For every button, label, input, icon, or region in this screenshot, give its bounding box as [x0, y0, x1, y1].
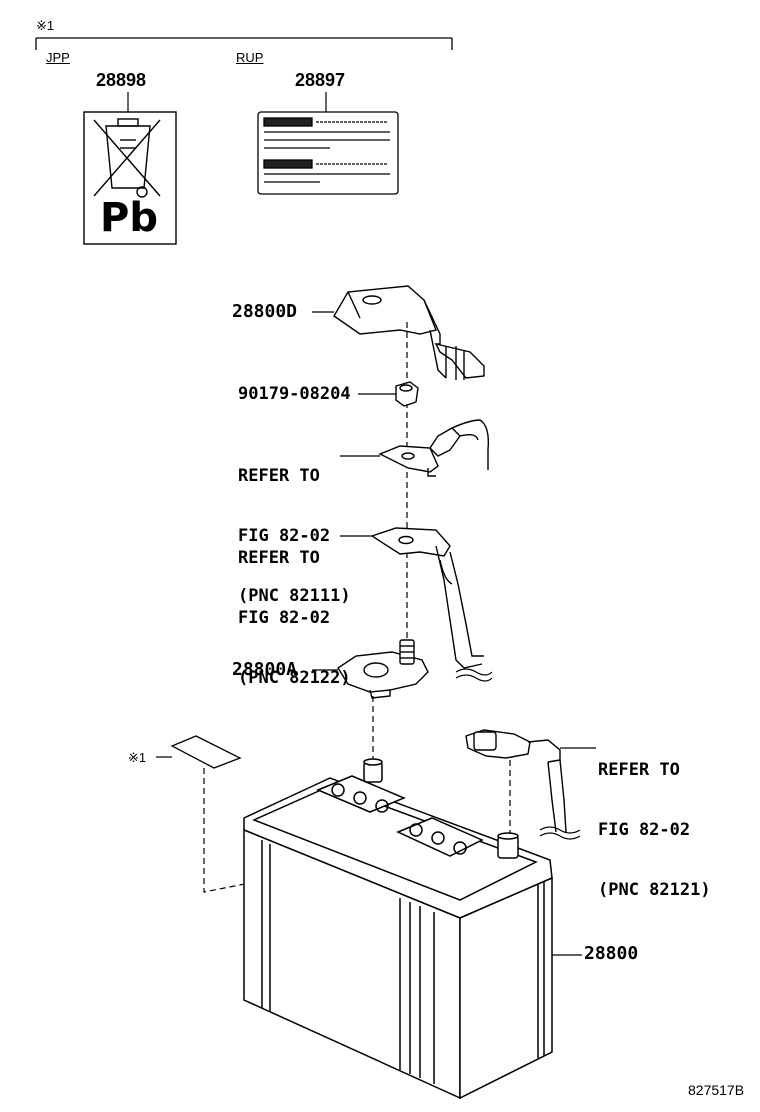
reference-line2: FIG 82-02 — [238, 526, 331, 546]
part-number-clamp[interactable]: 28800A — [232, 659, 298, 680]
reference-line2: FIG 82-02 — [598, 820, 691, 840]
part-number-nut[interactable]: 90179-08204 — [238, 384, 351, 404]
terminal-82122-icon — [370, 527, 484, 669]
battery-icon — [243, 758, 553, 1100]
reference-line1: REFER TO — [238, 466, 320, 486]
part-number-cover[interactable]: 28800D — [232, 301, 298, 322]
reference-line1: REFER TO — [598, 760, 680, 780]
header-bracket — [35, 37, 453, 50]
reference-82122[interactable]: REFER TO FIG 82-02 (PNC 82122) — [238, 508, 351, 708]
part-number-battery[interactable]: 28800 — [584, 943, 639, 964]
reference-line3: (PNC 82122) — [238, 668, 351, 688]
sticker-note-marker: ※1 — [128, 750, 147, 765]
nut-icon — [395, 381, 419, 407]
reference-82111[interactable]: REFER TO FIG 82-02 (PNC 82111) — [238, 426, 351, 626]
rup-region-label: RUP — [236, 50, 264, 65]
terminal-cover-icon — [333, 285, 485, 380]
reference-line3: (PNC 82111) — [238, 586, 351, 606]
negative-terminal-icon — [465, 729, 567, 833]
pb-symbol-text: Pb — [100, 195, 158, 241]
warning-label-icon — [257, 111, 399, 195]
figure-code: 827517B — [688, 1082, 745, 1098]
part-number-28898[interactable]: 28898 — [96, 70, 147, 90]
reference-82121[interactable]: REFER TO FIG 82-02 (PNC 82121) — [598, 720, 711, 920]
reference-line1: REFER TO — [238, 548, 320, 568]
part-number-28897[interactable]: 28897 — [295, 70, 346, 90]
positive-clamp-icon — [337, 639, 429, 699]
jpp-region-label: JPP — [46, 50, 70, 65]
recycle-label-icon — [83, 111, 177, 245]
reference-line2: FIG 82-02 — [238, 608, 331, 628]
sticker-icon — [170, 735, 242, 769]
reference-line3: (PNC 82121) — [598, 880, 711, 900]
note-marker-header: ※1 — [36, 18, 55, 33]
terminal-82111-icon — [378, 419, 490, 477]
